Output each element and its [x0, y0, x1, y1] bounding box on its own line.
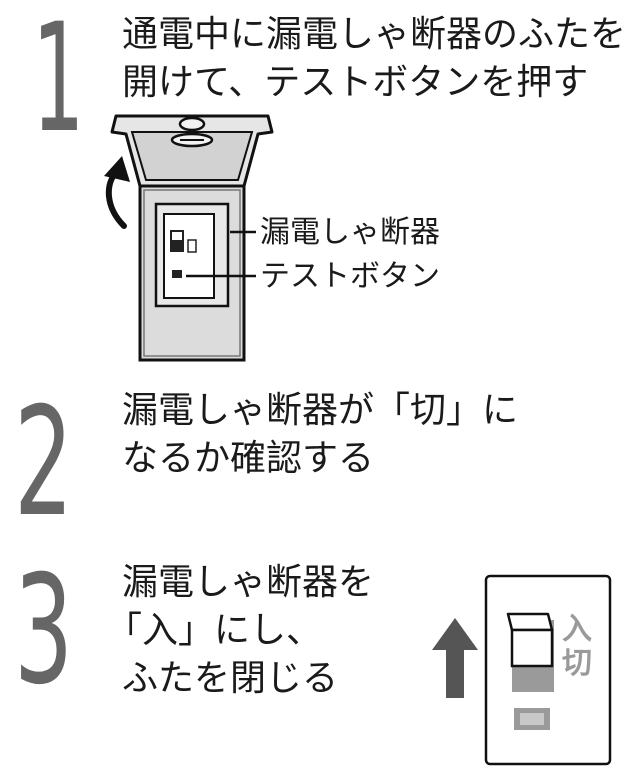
step-1-number: 1 — [32, 0, 85, 166]
step-2-instruction-line-2: なるか確認する — [122, 438, 375, 479]
step-2-number: 2 — [14, 376, 74, 550]
panel-lid — [110, 114, 274, 188]
step-3-instruction-line-1: 漏電しゃ断器を — [122, 562, 375, 603]
callout-test-button-label: テストボタン — [260, 259, 440, 294]
step-1-instruction-line-2: 開けて、テストボタンを押す — [122, 62, 589, 103]
open-lid-arrow — [104, 156, 130, 229]
callout-breaker-label: 漏電しゃ断器 — [260, 215, 440, 250]
step-3-instruction-line-2: 「入」にし、 — [106, 610, 323, 651]
switch-off-label: 切 — [562, 646, 592, 681]
panel-body — [138, 184, 246, 362]
switch-on-label: 入 — [562, 612, 592, 647]
step-3-instruction-line-3: ふたを閉じる — [122, 658, 339, 699]
step-2-instruction-line-1: 漏電しゃ断器が「切」に — [122, 390, 519, 431]
step-1-instruction-line-1: 通電中に漏電しゃ断器のふたを — [122, 14, 627, 55]
step-3-number: 3 — [14, 544, 74, 718]
